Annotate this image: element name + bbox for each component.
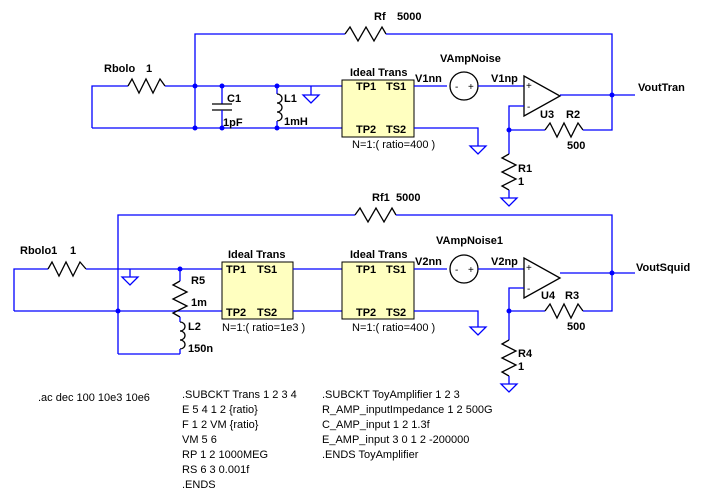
- subckt-trans-line: E 5 4 1 2 {ratio}: [182, 404, 258, 416]
- trans3-title: Ideal Trans: [350, 249, 407, 261]
- rbolo1-label: Rbolo1: [20, 245, 57, 257]
- r5-label: R5: [191, 275, 205, 287]
- svg-text:+: +: [468, 265, 474, 276]
- subckt-amp-line: C_AMP_input 1 2 1.3f: [322, 419, 431, 431]
- rf1-resistor[interactable]: [354, 206, 397, 224]
- subckt-amp-line: .ENDS ToyAmplifier: [322, 449, 419, 461]
- ground-symbol: [499, 383, 519, 393]
- trans2-ts1: TS1: [257, 264, 277, 276]
- subckt-trans-line: RS 6 3 0.001f: [182, 464, 250, 476]
- r3-value: 500: [567, 321, 585, 333]
- trans3-ts1: TS1: [386, 264, 406, 276]
- subckt-amp-line: R_AMP_inputImpedance 1 2 500G: [322, 404, 493, 416]
- trans2-ts2: TS2: [257, 307, 277, 319]
- r1-label: R1: [518, 163, 532, 175]
- trans3-param: N=1:( ratio=400 ): [352, 322, 435, 334]
- rbolo1-value: 1: [70, 245, 76, 257]
- net-v1np: V1np: [491, 73, 518, 85]
- r4-label: R4: [518, 348, 533, 360]
- plus-sign: +: [468, 82, 474, 93]
- subckt-trans-line: VM 5 6: [182, 434, 217, 446]
- top-circuit: Rbolo 1 Rf 5000 C1 1pF L1 1mH I: [91, 11, 685, 207]
- l1-inductor[interactable]: [276, 93, 283, 122]
- u4-label: U4: [541, 290, 556, 302]
- trans3-ts2: TS2: [386, 307, 406, 319]
- trans1-ts2: TS2: [386, 124, 406, 136]
- net-vouttran: VoutTran: [638, 82, 685, 94]
- r5-resistor[interactable]: [171, 280, 189, 318]
- trans2-tp2: TP2: [226, 307, 246, 319]
- trans1-tp1: TP1: [356, 81, 376, 93]
- rf-resistor[interactable]: [344, 25, 387, 43]
- ground-symbol: [468, 145, 488, 155]
- u3-amplifier[interactable]: [523, 74, 562, 118]
- trans3-tp1: TP1: [356, 264, 376, 276]
- trans1-title: Ideal Trans: [350, 67, 407, 79]
- trans2-title: Ideal Trans: [228, 249, 285, 261]
- subckt-amp-line: E_AMP_input 3 0 1 2 -200000: [322, 434, 469, 446]
- l2-label: L2: [188, 321, 201, 333]
- svg-text:-: -: [455, 265, 458, 276]
- trans2-param: N=1:( ratio=1e3 ): [222, 322, 305, 334]
- rbolo-value: 1: [146, 63, 152, 75]
- trans1-tp2: TP2: [356, 124, 376, 136]
- r2-value: 500: [567, 140, 585, 152]
- c1-label: C1: [227, 93, 241, 105]
- l2-value: 150n: [188, 343, 213, 355]
- net-v2nn: V2nn: [415, 256, 442, 268]
- subckt-trans-line: F 1 2 VM {ratio}: [182, 419, 259, 431]
- ground-symbol: [468, 326, 488, 336]
- ac-directive: .ac dec 100 10e3 10e6: [38, 392, 150, 404]
- rf-value: 5000: [397, 11, 421, 23]
- svg-text:+: +: [526, 81, 532, 92]
- subckt-trans-line: .SUBCKT Trans 1 2 3 4: [182, 389, 297, 401]
- rf1-value: 5000: [396, 192, 420, 204]
- net-v2np: V2np: [491, 256, 518, 268]
- subckt-trans-line: .ENDS: [182, 479, 216, 491]
- ground-symbol: [120, 276, 140, 286]
- ideal-transformer-2[interactable]: [221, 261, 294, 320]
- svg-text:-: -: [527, 102, 530, 113]
- rbolo1-resistor[interactable]: [47, 260, 87, 278]
- r3-resistor[interactable]: [544, 302, 584, 320]
- r2-label: R2: [566, 109, 580, 121]
- trans3-tp2: TP2: [356, 307, 376, 319]
- net-voutsquid: VoutSquid: [636, 262, 690, 274]
- ideal-transformer-1[interactable]: [341, 79, 415, 138]
- subckt-amp-line: .SUBCKT ToyAmplifier 1 2 3: [322, 389, 460, 401]
- r4-resistor[interactable]: [500, 339, 518, 377]
- l1-label: L1: [284, 93, 297, 105]
- l1-value: 1mH: [284, 116, 308, 128]
- vampnoise-label: VAmpNoise: [440, 53, 501, 65]
- spice-directives: .ac dec 100 10e3 10e6 .SUBCKT Trans 1 2 …: [38, 389, 493, 491]
- r2-resistor[interactable]: [544, 121, 584, 139]
- minus-sign: -: [455, 82, 458, 93]
- subckt-trans-line: RP 1 2 1000MEG: [182, 449, 268, 461]
- ground-symbol: [499, 197, 519, 207]
- svg-text:-: -: [527, 284, 530, 295]
- vampnoise1-label: VAmpNoise1: [436, 235, 503, 247]
- trans2-tp1: TP1: [226, 264, 246, 276]
- r1-resistor[interactable]: [500, 153, 518, 191]
- trans1-ts1: TS1: [386, 81, 406, 93]
- u4-amplifier[interactable]: [523, 256, 562, 300]
- ideal-transformer-3[interactable]: [341, 261, 415, 320]
- r1-value: 1: [518, 176, 524, 188]
- trans1-param: N=1:( ratio=400 ): [352, 139, 435, 151]
- c1-value: 1pF: [223, 117, 243, 129]
- ground-symbol: [301, 94, 321, 104]
- svg-text:+: +: [526, 263, 532, 274]
- net-v1nn: V1nn: [415, 73, 442, 85]
- rf-label: Rf: [374, 11, 386, 23]
- u3-label: U3: [540, 109, 554, 121]
- r4-value: 1: [518, 361, 524, 373]
- rbolo-label: Rbolo: [104, 63, 135, 75]
- r5-value: 1m: [191, 297, 207, 309]
- l2-inductor[interactable]: [179, 321, 186, 350]
- rbolo-resistor[interactable]: [127, 77, 166, 95]
- r3-label: R3: [565, 290, 579, 302]
- rf1-label: Rf1: [372, 192, 390, 204]
- bottom-circuit: Rbolo1 1 Rf1 5000 R5 1m L2 150n Ideal Tr…: [13, 192, 690, 393]
